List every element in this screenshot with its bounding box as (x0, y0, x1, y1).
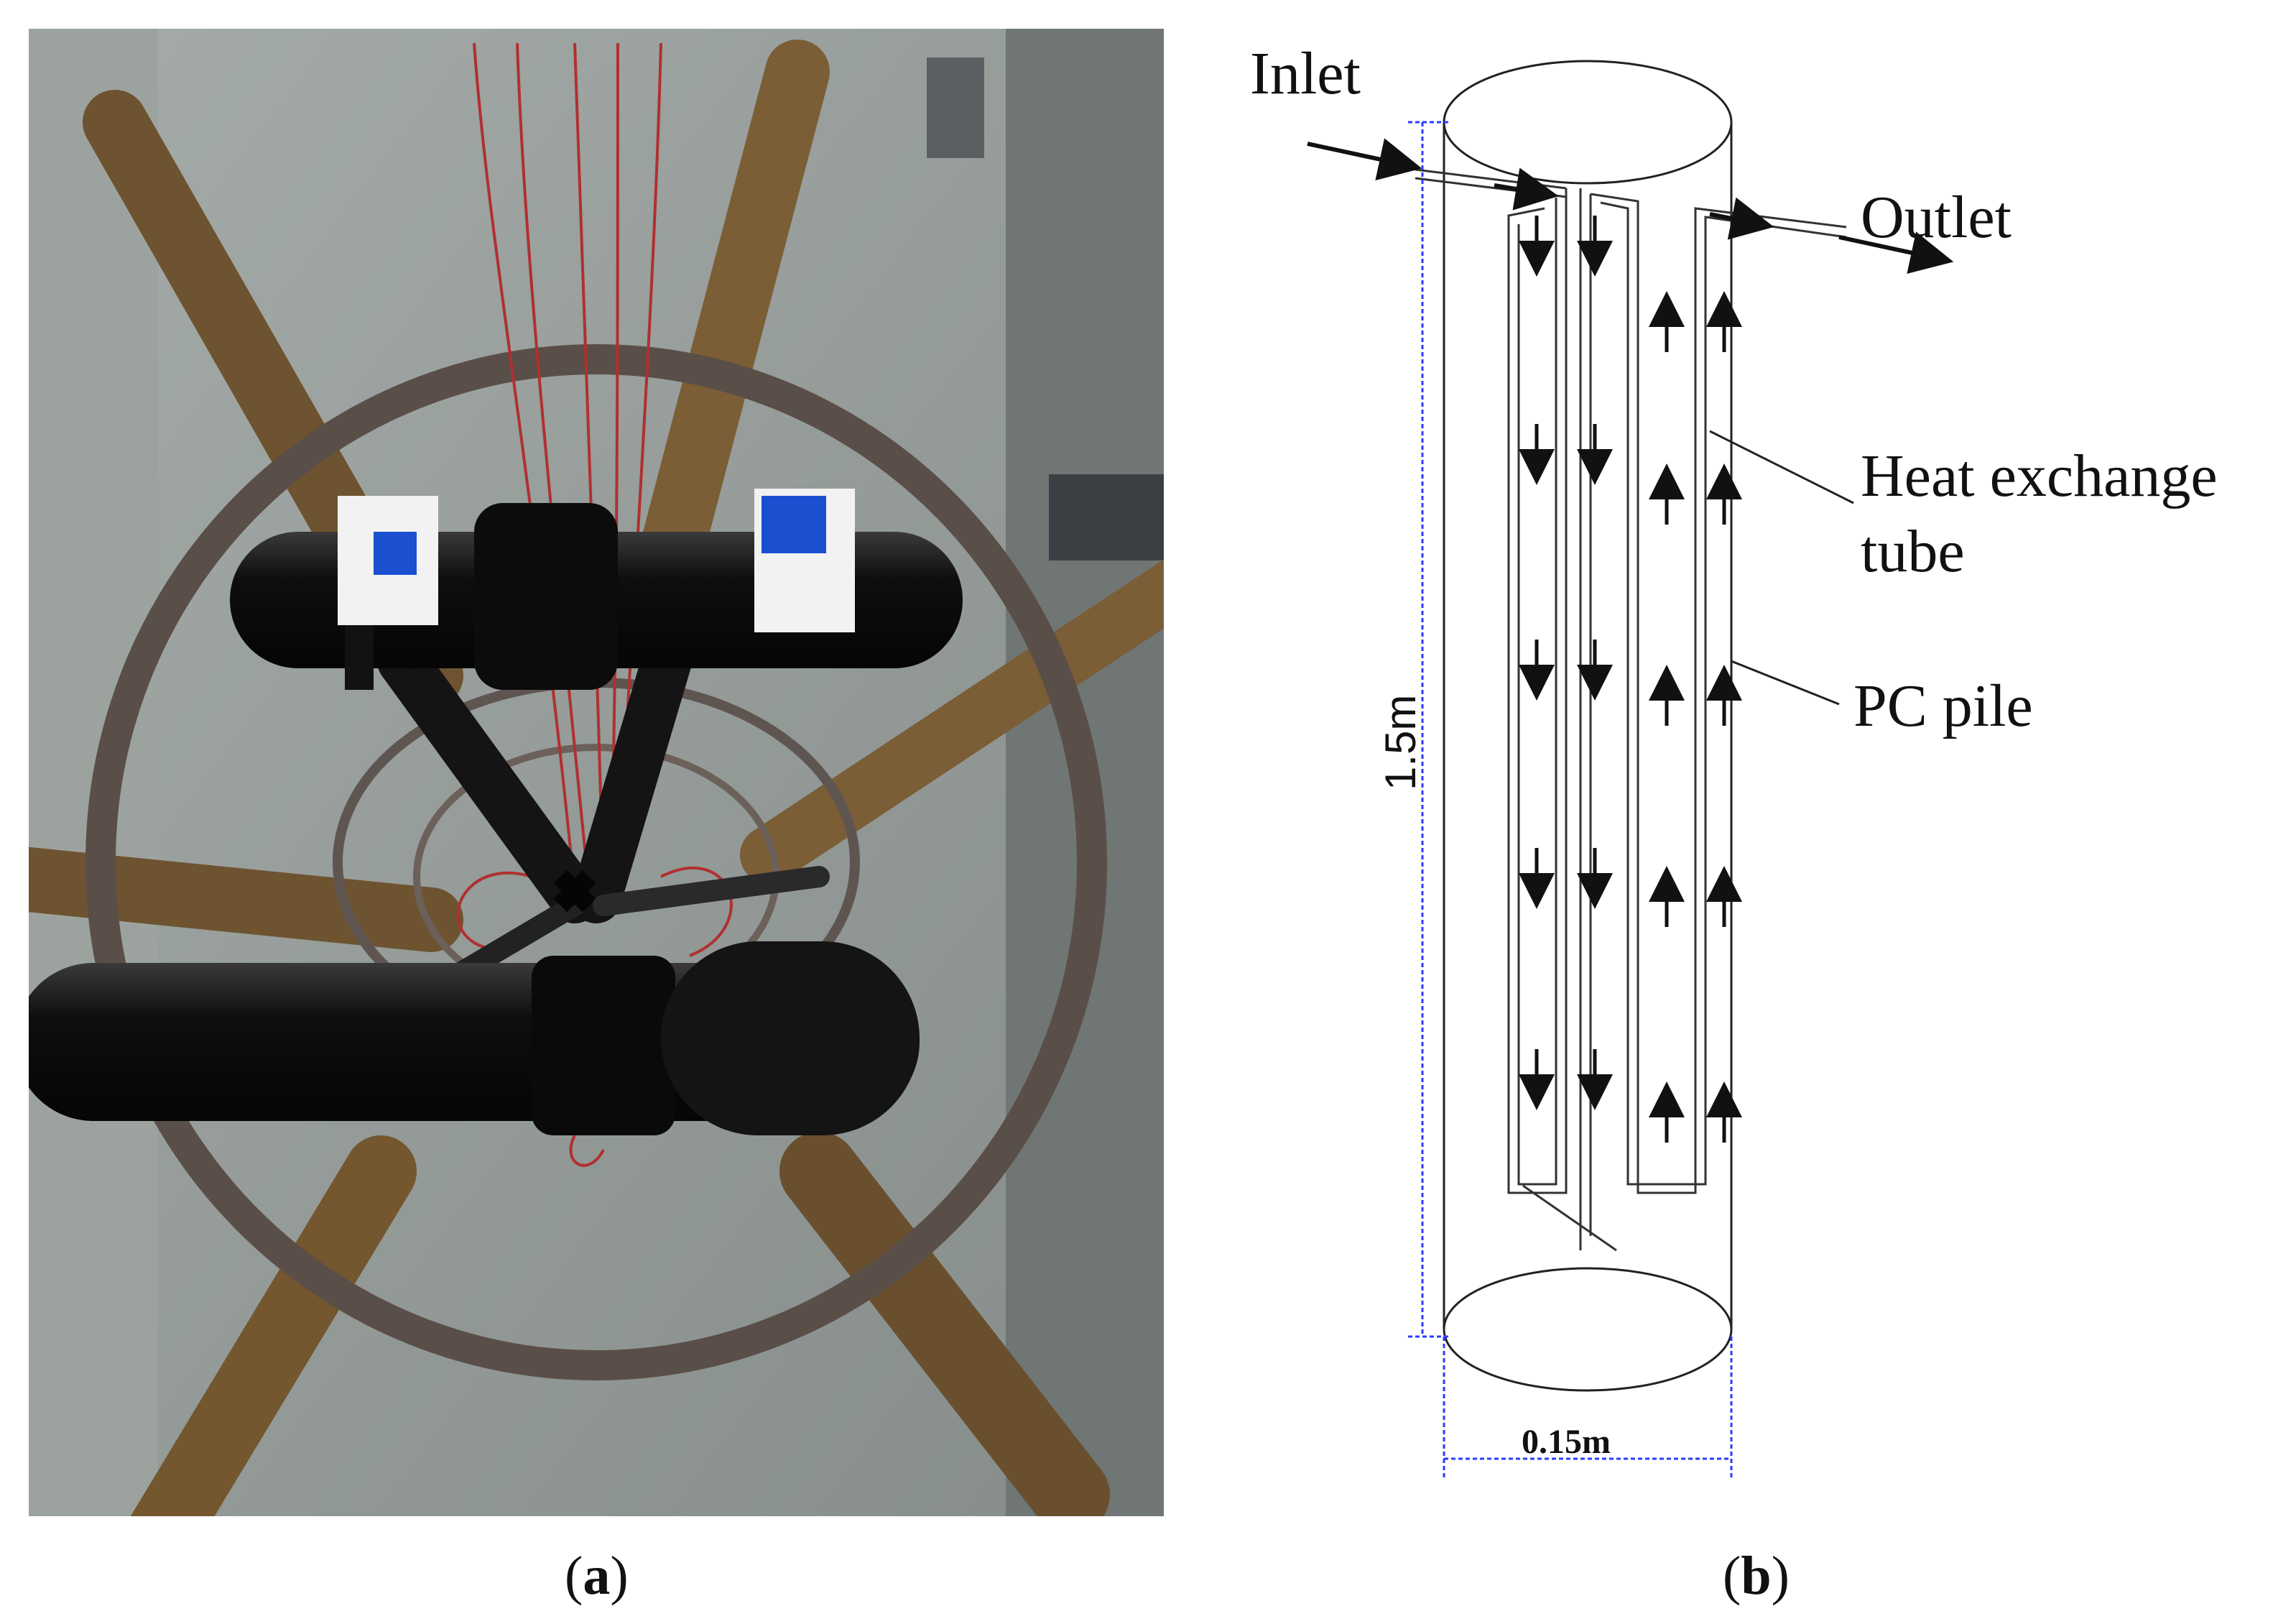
pc-pile-cylinder (1443, 60, 1733, 1392)
post-top-right (927, 57, 984, 158)
schematic-panel: Inlet Outlet Heat exchange tube PC pile … (1207, 0, 2296, 1531)
rebar-bottom-left (130, 1135, 417, 1516)
rebar-bottom-right (779, 1132, 1110, 1516)
top-pipe-assembly (230, 489, 963, 690)
flow-top-arrow (1494, 167, 1559, 211)
up-flow-arrows (1649, 291, 1742, 1143)
heat-exchange-tube (1415, 168, 1847, 1252)
leader-pc-pile (1731, 660, 1840, 706)
outlet-arrow (1838, 231, 1954, 274)
down-tubes (377, 607, 830, 1010)
photo-panel (29, 29, 1164, 1516)
heat-exchange-label-line1: Heat exchange (1861, 443, 2218, 509)
leader-heat-exchange (1709, 430, 1854, 504)
pile-schematic: Inlet Outlet Heat exchange tube PC pile … (1250, 40, 2218, 1480)
height-label: 1.5m (1376, 695, 1425, 790)
caption-a: (a) (565, 1546, 629, 1606)
center-spacer (553, 869, 596, 913)
rebar-left (29, 846, 463, 952)
diameter-label: 0.15m (1522, 1423, 1611, 1461)
pc-pile-label: PC pile (1853, 673, 2033, 739)
diameter-dimension (1443, 1337, 1733, 1480)
pile-cage-photo (29, 29, 1164, 1516)
bracket-right (1049, 474, 1164, 560)
inlet-label: Inlet (1250, 40, 1361, 107)
outer-ring (85, 344, 1107, 1380)
rebar-top-right (621, 40, 830, 650)
caption-b: (b) (1723, 1546, 1790, 1606)
outlet-label: Outlet (1861, 184, 2012, 251)
down-flow-arrows (1519, 216, 1613, 1110)
heat-exchange-label-line2: tube (1861, 518, 1965, 585)
flow-top-right-arrow (1709, 197, 1774, 240)
bottom-pipe-assembly (29, 941, 920, 1135)
inlet-arrow (1307, 138, 1422, 181)
